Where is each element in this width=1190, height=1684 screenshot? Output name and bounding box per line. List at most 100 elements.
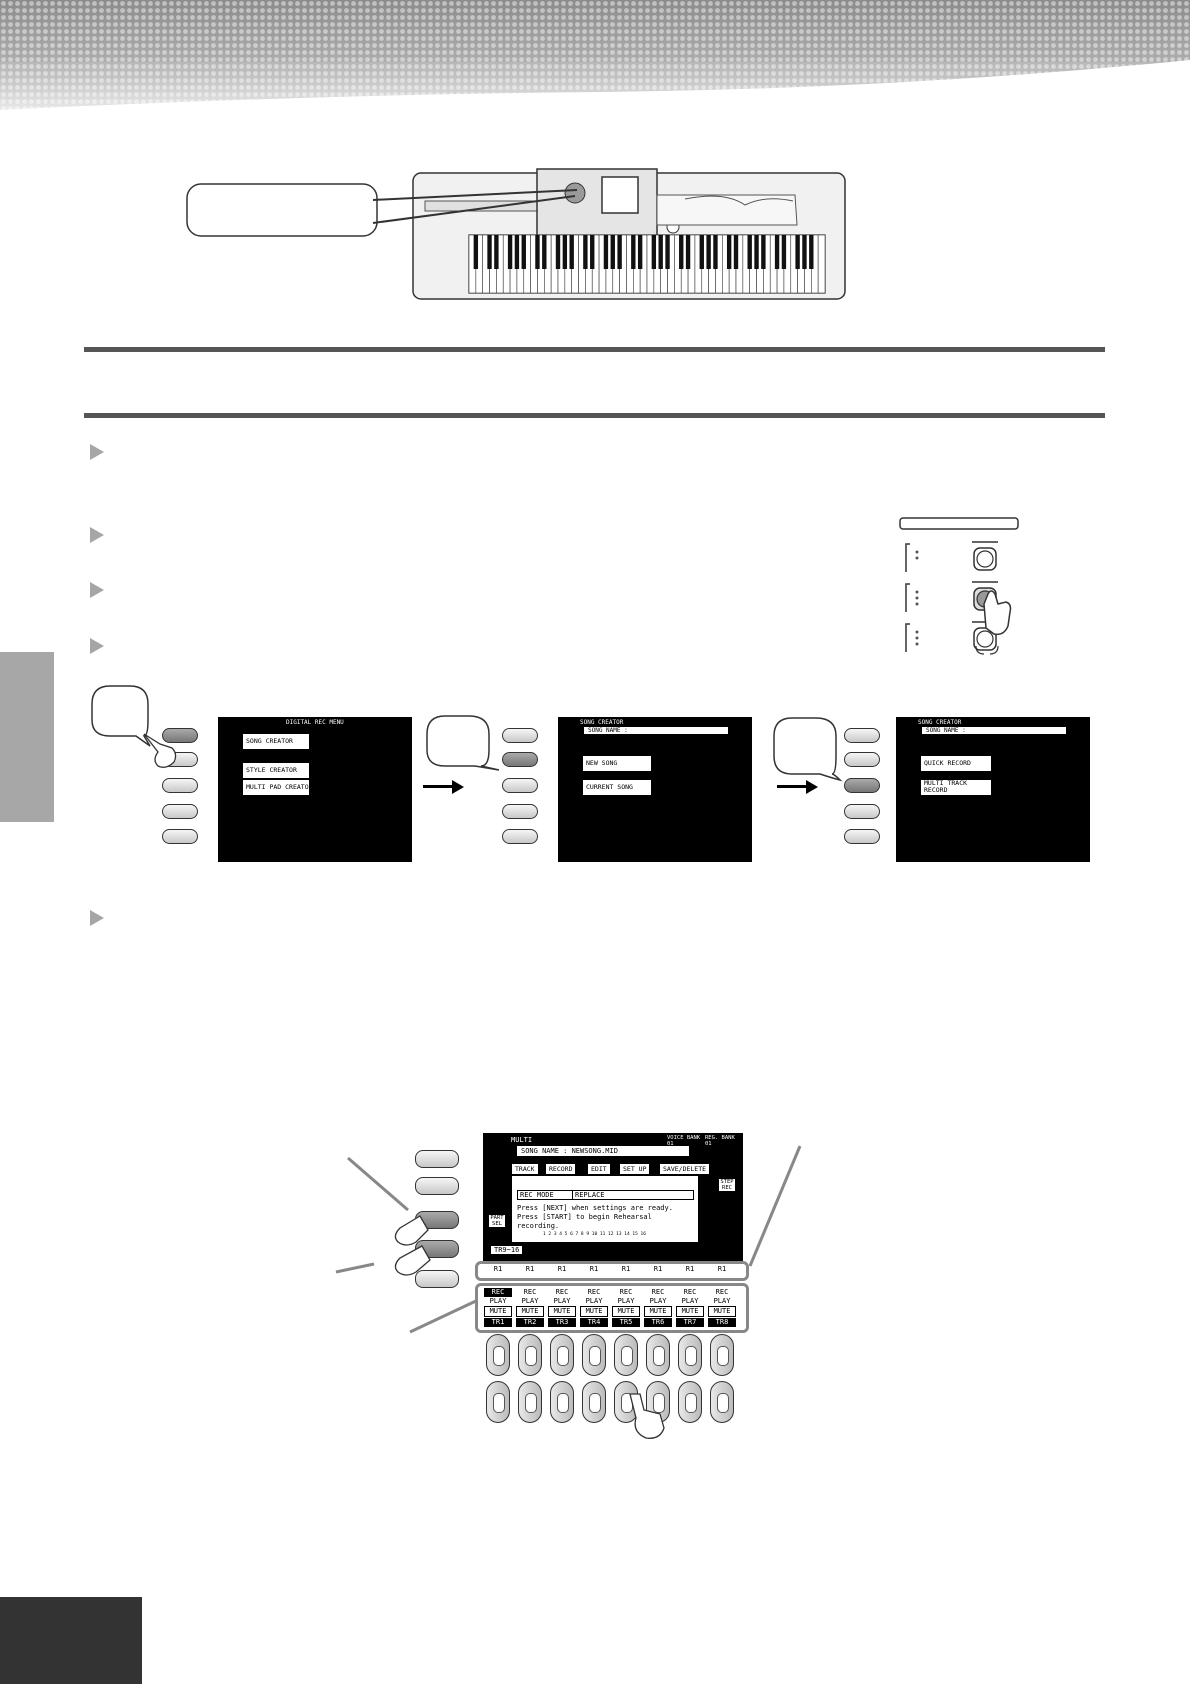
track-down-button[interactable]: [678, 1381, 702, 1423]
track-up-button[interactable]: [678, 1334, 702, 1376]
panel-buttons-illustration: [899, 517, 1019, 655]
track-status-play: PLAY: [649, 1297, 667, 1305]
black-key: [631, 235, 636, 269]
speech-bubble-2: [426, 715, 500, 771]
section-rule-top: [84, 347, 1105, 352]
track-up-button[interactable]: [710, 1334, 734, 1376]
tab-track[interactable]: TRACK: [511, 1163, 539, 1175]
track-down-button[interactable]: [582, 1381, 606, 1423]
black-key: [761, 235, 766, 269]
song-creator-screen-2: SONG CREATOR SONG NAME : QUICK RECORD MU…: [896, 717, 1090, 862]
step-marker-2: [90, 527, 104, 543]
screen-title: DIGITAL REC MENU: [286, 719, 344, 726]
menu-item-quick-record[interactable]: QUICK RECORD: [920, 755, 992, 772]
screen-button-a-3[interactable]: [162, 778, 198, 793]
track-status-mute: MUTE: [548, 1306, 576, 1317]
black-key: [726, 235, 732, 269]
track-up-button[interactable]: [550, 1334, 574, 1376]
menu-item-multi-pad-creator[interactable]: MULTI PAD CREATOR: [242, 779, 313, 796]
screen-button-a-5[interactable]: [162, 829, 198, 844]
screen-button-a-1[interactable]: [162, 728, 198, 743]
halftone-header: [0, 0, 1190, 130]
track-up-button[interactable]: [518, 1334, 542, 1376]
step-marker-3: [90, 582, 104, 598]
rec-mode-value[interactable]: REPLACE: [572, 1190, 694, 1200]
tab-edit[interactable]: EDIT: [587, 1163, 611, 1175]
menu-item-song-creator[interactable]: SONG CREATOR: [242, 733, 310, 750]
black-key: [685, 235, 691, 269]
black-key: [473, 235, 479, 269]
track-status-rec: REC: [619, 1288, 633, 1296]
tab-record[interactable]: RECORD: [545, 1163, 577, 1175]
track-status-rec: REC: [683, 1288, 697, 1296]
track-down-button[interactable]: [550, 1381, 574, 1423]
step-rec-button[interactable]: STEP REC: [719, 1179, 735, 1191]
track-status-play: PLAY: [681, 1297, 699, 1305]
screen-button-c-3[interactable]: [844, 778, 880, 793]
part-label: R1: [525, 1265, 535, 1273]
side-button-2[interactable]: [415, 1177, 459, 1195]
white-key: [817, 234, 826, 294]
screen-button-b-3[interactable]: [502, 778, 538, 793]
part-label: R1: [685, 1265, 695, 1273]
flow-arrow-1: [423, 785, 453, 788]
track-down-button[interactable]: [486, 1381, 510, 1423]
menu-item-style-creator[interactable]: STYLE CREATOR: [242, 762, 310, 779]
screen-button-a-4[interactable]: [162, 804, 198, 819]
black-key: [637, 235, 643, 269]
menu-item-multi-track-record[interactable]: MULTI TRACK RECORD: [920, 779, 992, 796]
menu-item-new-song[interactable]: NEW SONG: [582, 755, 652, 772]
part-sel-button[interactable]: PART SEL: [489, 1215, 505, 1227]
screen-button-c-4[interactable]: [844, 804, 880, 819]
track-status-mute: MUTE: [484, 1306, 512, 1317]
black-key: [569, 235, 574, 269]
finger-pointer-icon: [143, 733, 177, 768]
screen-button-c-2[interactable]: [844, 752, 880, 767]
speech-bubble-3: [773, 717, 843, 782]
channel-numbers: 1 2 3 4 5 6 7 8 9 10 11 12 13 14 15 16: [541, 1232, 648, 1237]
black-key: [754, 235, 759, 269]
side-button-1[interactable]: [415, 1150, 459, 1168]
screen-button-b-5[interactable]: [502, 829, 538, 844]
record-panel: [511, 1175, 699, 1243]
track-down-button[interactable]: [710, 1381, 734, 1423]
track-up-button[interactable]: [582, 1334, 606, 1376]
black-key: [651, 235, 657, 269]
menu-item-current-song[interactable]: CURRENT SONG: [582, 779, 652, 796]
track-status-play: PLAY: [553, 1297, 571, 1305]
callout-lines: [335, 1145, 802, 1334]
side-button-5[interactable]: [415, 1270, 459, 1288]
track-status-mute: MUTE: [516, 1306, 544, 1317]
track-range-button[interactable]: TR9~16: [491, 1246, 523, 1254]
screen-button-b-1[interactable]: [502, 728, 538, 743]
track-up-button[interactable]: [486, 1334, 510, 1376]
track-up-button[interactable]: [646, 1334, 670, 1376]
screen-button-b-4[interactable]: [502, 804, 538, 819]
screen-button-c-1[interactable]: [844, 728, 880, 743]
track-label: TR1: [484, 1318, 512, 1327]
track-down-button[interactable]: [518, 1381, 542, 1423]
track-label: TR6: [644, 1318, 672, 1327]
track-up-button[interactable]: [614, 1334, 638, 1376]
black-key: [603, 235, 609, 269]
screen-button-b-2[interactable]: [502, 752, 538, 767]
callout-bubble: [186, 183, 578, 237]
track-status-rec: REC: [587, 1288, 601, 1296]
speech-bubble-1: [91, 685, 151, 747]
track-status-mute: MUTE: [708, 1306, 736, 1317]
tab-set-up[interactable]: SET UP: [619, 1163, 651, 1175]
black-key: [617, 235, 622, 269]
song-creator-screen-1: SONG CREATOR SONG NAME : NEW SONG CURREN…: [558, 717, 752, 862]
screen-button-c-5[interactable]: [844, 829, 880, 844]
track-status-mute: MUTE: [644, 1306, 672, 1317]
tab-save-delete[interactable]: SAVE/DELETE: [659, 1163, 711, 1175]
flow-arrow-2: [777, 785, 807, 788]
